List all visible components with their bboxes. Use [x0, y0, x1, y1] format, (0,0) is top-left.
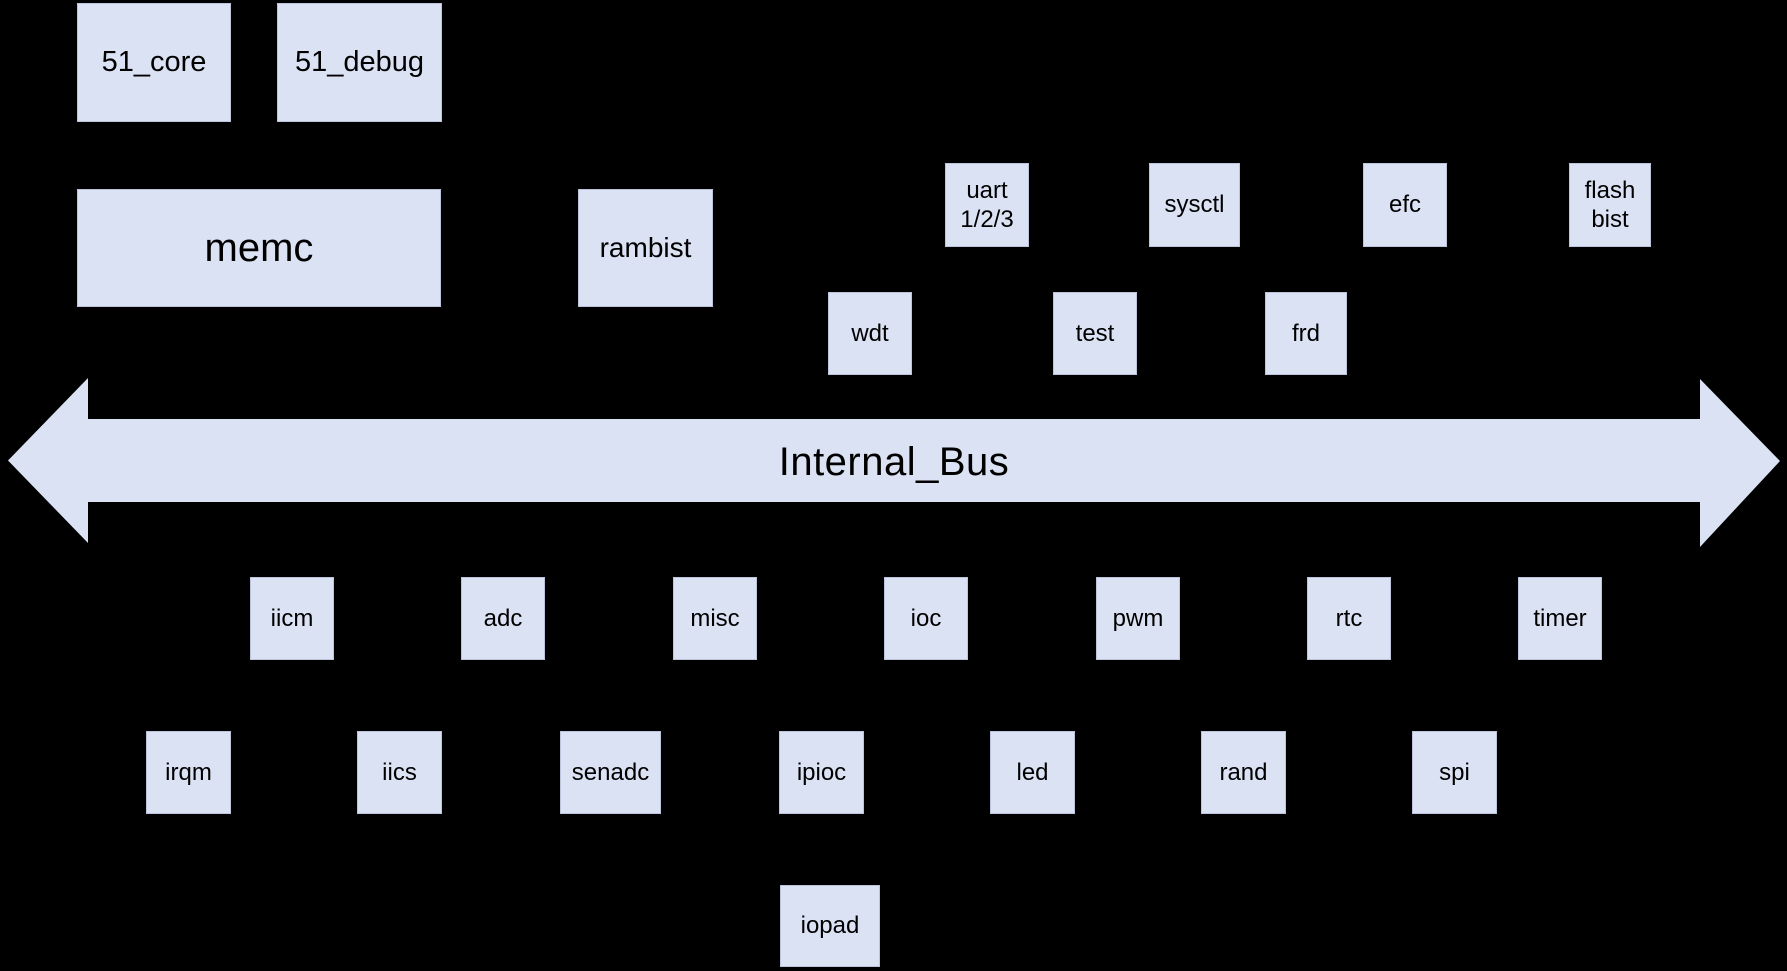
block-adc: adc	[461, 577, 545, 660]
block-sysctl: sysctl	[1149, 163, 1240, 247]
block-iicm: iicm	[250, 577, 334, 660]
block-timer: timer	[1518, 577, 1602, 660]
internal-bus-arrow: Internal_Bus	[8, 378, 1780, 547]
block-ipioc: ipioc	[779, 731, 864, 814]
block-misc: misc	[673, 577, 757, 660]
block-efc: efc	[1363, 163, 1447, 247]
block-rtc: rtc	[1307, 577, 1391, 660]
block-senadc: senadc	[560, 731, 661, 814]
block-test: test	[1053, 292, 1137, 375]
block-frd: frd	[1265, 292, 1347, 375]
block-iics: iics	[357, 731, 442, 814]
block-rambist: rambist	[578, 189, 713, 307]
block-51-core: 51_core	[77, 3, 231, 122]
block-wdt: wdt	[828, 292, 912, 375]
block-memc: memc	[77, 189, 441, 307]
block-irqm: irqm	[146, 731, 231, 814]
block-rand: rand	[1201, 731, 1286, 814]
block-uart: uart 1/2/3	[945, 163, 1029, 247]
block-led: led	[990, 731, 1075, 814]
block-pwm: pwm	[1096, 577, 1180, 660]
block-spi: spi	[1412, 731, 1497, 814]
block-ioc: ioc	[884, 577, 968, 660]
block-iopad: iopad	[780, 885, 880, 967]
block-51-debug: 51_debug	[277, 3, 442, 122]
block-flashbist: flash bist	[1569, 163, 1651, 247]
internal-bus-label: Internal_Bus	[778, 440, 1010, 484]
